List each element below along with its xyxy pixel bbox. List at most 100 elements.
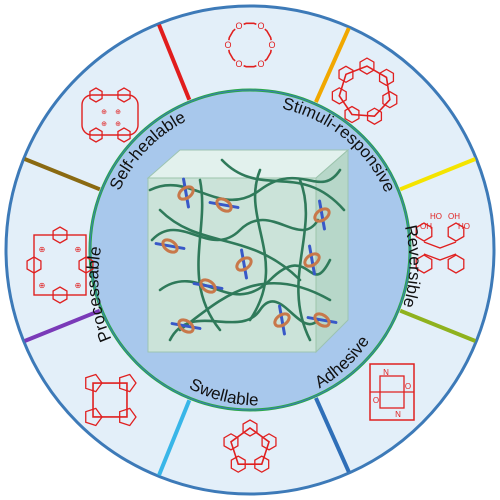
rotaxane-ring: [215, 197, 233, 213]
glucose-unit: [344, 105, 360, 124]
rotaxane-axle: [308, 244, 316, 276]
porphyrin-macrocycle: [85, 373, 137, 427]
atom-label: N: [383, 368, 389, 377]
atom-label: O: [373, 396, 379, 405]
pyrrole-unit: [85, 407, 103, 427]
rotaxane: [208, 197, 240, 213]
rotaxane: [235, 248, 253, 280]
polymer-chain: [178, 281, 332, 332]
rotaxane: [313, 199, 331, 231]
glucose-unit: [331, 87, 347, 105]
arene-unit: [242, 419, 258, 437]
atom-label: ⊕: [75, 245, 82, 254]
atom-label: O: [235, 21, 242, 31]
atom-label: O: [268, 40, 275, 50]
macrocycle-frame: [33, 234, 87, 296]
rotaxane: [303, 244, 321, 276]
pyridinium-unit: [78, 256, 94, 274]
atom-label: ⊕: [39, 281, 46, 290]
oxygen-gap: [223, 40, 233, 50]
polymer-chain: [248, 168, 268, 322]
atom-label: O: [257, 59, 264, 69]
atom-label: O: [224, 40, 231, 50]
cube-top-face: [146, 149, 350, 179]
gel-cube: [146, 148, 350, 354]
arene-unit: [223, 433, 239, 451]
atom-label: ⊕: [115, 109, 121, 116]
divider-spoke: [23, 308, 101, 343]
rotaxane-ring: [273, 312, 291, 328]
divider-spoke: [314, 397, 351, 473]
rotaxane: [154, 238, 186, 254]
atom-label: N: [395, 410, 401, 419]
oxygen-gap: [267, 40, 277, 50]
polymer-chain: [197, 178, 222, 332]
phenol-unit: [415, 222, 433, 242]
rotaxane-axle: [240, 248, 248, 280]
inner-ring-border: [89, 89, 411, 411]
rotaxane-ring: [235, 256, 253, 272]
arene-unit: [230, 455, 246, 473]
rotaxane-ring: [303, 252, 321, 268]
glucose-unit: [378, 68, 395, 87]
rotaxane-ring: [177, 185, 195, 201]
atom-label: ⊕: [75, 281, 82, 290]
bridge: [423, 241, 457, 249]
oxygen-gap: [256, 59, 266, 70]
rotaxane: [177, 177, 195, 209]
rotaxane: [192, 278, 224, 294]
atom-label: ⊕: [39, 245, 46, 254]
pyridinium-unit: [52, 226, 68, 244]
pyrrole-unit: [119, 373, 137, 393]
rotaxane-axle: [182, 177, 190, 209]
glucose-unit: [338, 65, 354, 84]
cyclobis-paraquat: ⊕⊕⊕⊕: [81, 87, 139, 143]
atom-label: HO: [458, 222, 470, 231]
oxygen-gap: [234, 59, 244, 70]
glucose-unit: [366, 107, 383, 125]
rotaxane-crosslinks: [154, 177, 338, 336]
rotaxane-axle: [170, 322, 202, 330]
cyclodextrin-ring: [338, 65, 391, 118]
rotaxane-ring: [161, 238, 179, 254]
atom-label: OH: [448, 212, 460, 221]
divider-spoke: [399, 157, 477, 192]
pillararene: [223, 419, 277, 473]
rotaxane-axle: [318, 199, 326, 231]
atom-label: O: [257, 21, 264, 31]
rotaxane-ring: [313, 312, 331, 328]
oxygen-gap: [234, 20, 244, 31]
polymer-chain: [158, 208, 302, 282]
bipyridinium-unit: [89, 127, 103, 143]
atom-label: OH: [420, 222, 432, 231]
atom-label: ⊕: [115, 121, 121, 128]
pillararene-ring: [230, 427, 270, 465]
rotaxane: [306, 312, 338, 328]
atom-label: O: [235, 59, 242, 69]
rotaxane-axle: [278, 304, 286, 336]
polymer-chain: [150, 218, 320, 242]
polymer-chain: [148, 168, 342, 202]
arene-unit: [261, 433, 277, 451]
bipyridinium-unit: [89, 87, 103, 103]
rotaxane-axle: [192, 282, 224, 290]
polymer-chain: [168, 300, 320, 342]
divider-spoke: [399, 308, 477, 343]
pyrrole-unit: [119, 407, 137, 427]
divider-spoke: [157, 399, 192, 477]
atom-label: ⊕: [101, 109, 107, 116]
rotaxane-ring: [199, 278, 217, 294]
atom-label: HO: [430, 212, 442, 221]
rotaxane-axle: [208, 201, 240, 209]
rotaxane: [170, 318, 202, 334]
divider-spoke: [23, 157, 101, 192]
oxygen-gap: [256, 20, 266, 31]
arene-unit: [254, 455, 270, 473]
pyridinium-unit: [26, 256, 42, 274]
pyridinium-cyclophane: ⊕ ⊕ ⊕ ⊕: [26, 226, 94, 304]
rotaxane: [273, 304, 291, 336]
macrocycle-frame: [81, 94, 139, 136]
